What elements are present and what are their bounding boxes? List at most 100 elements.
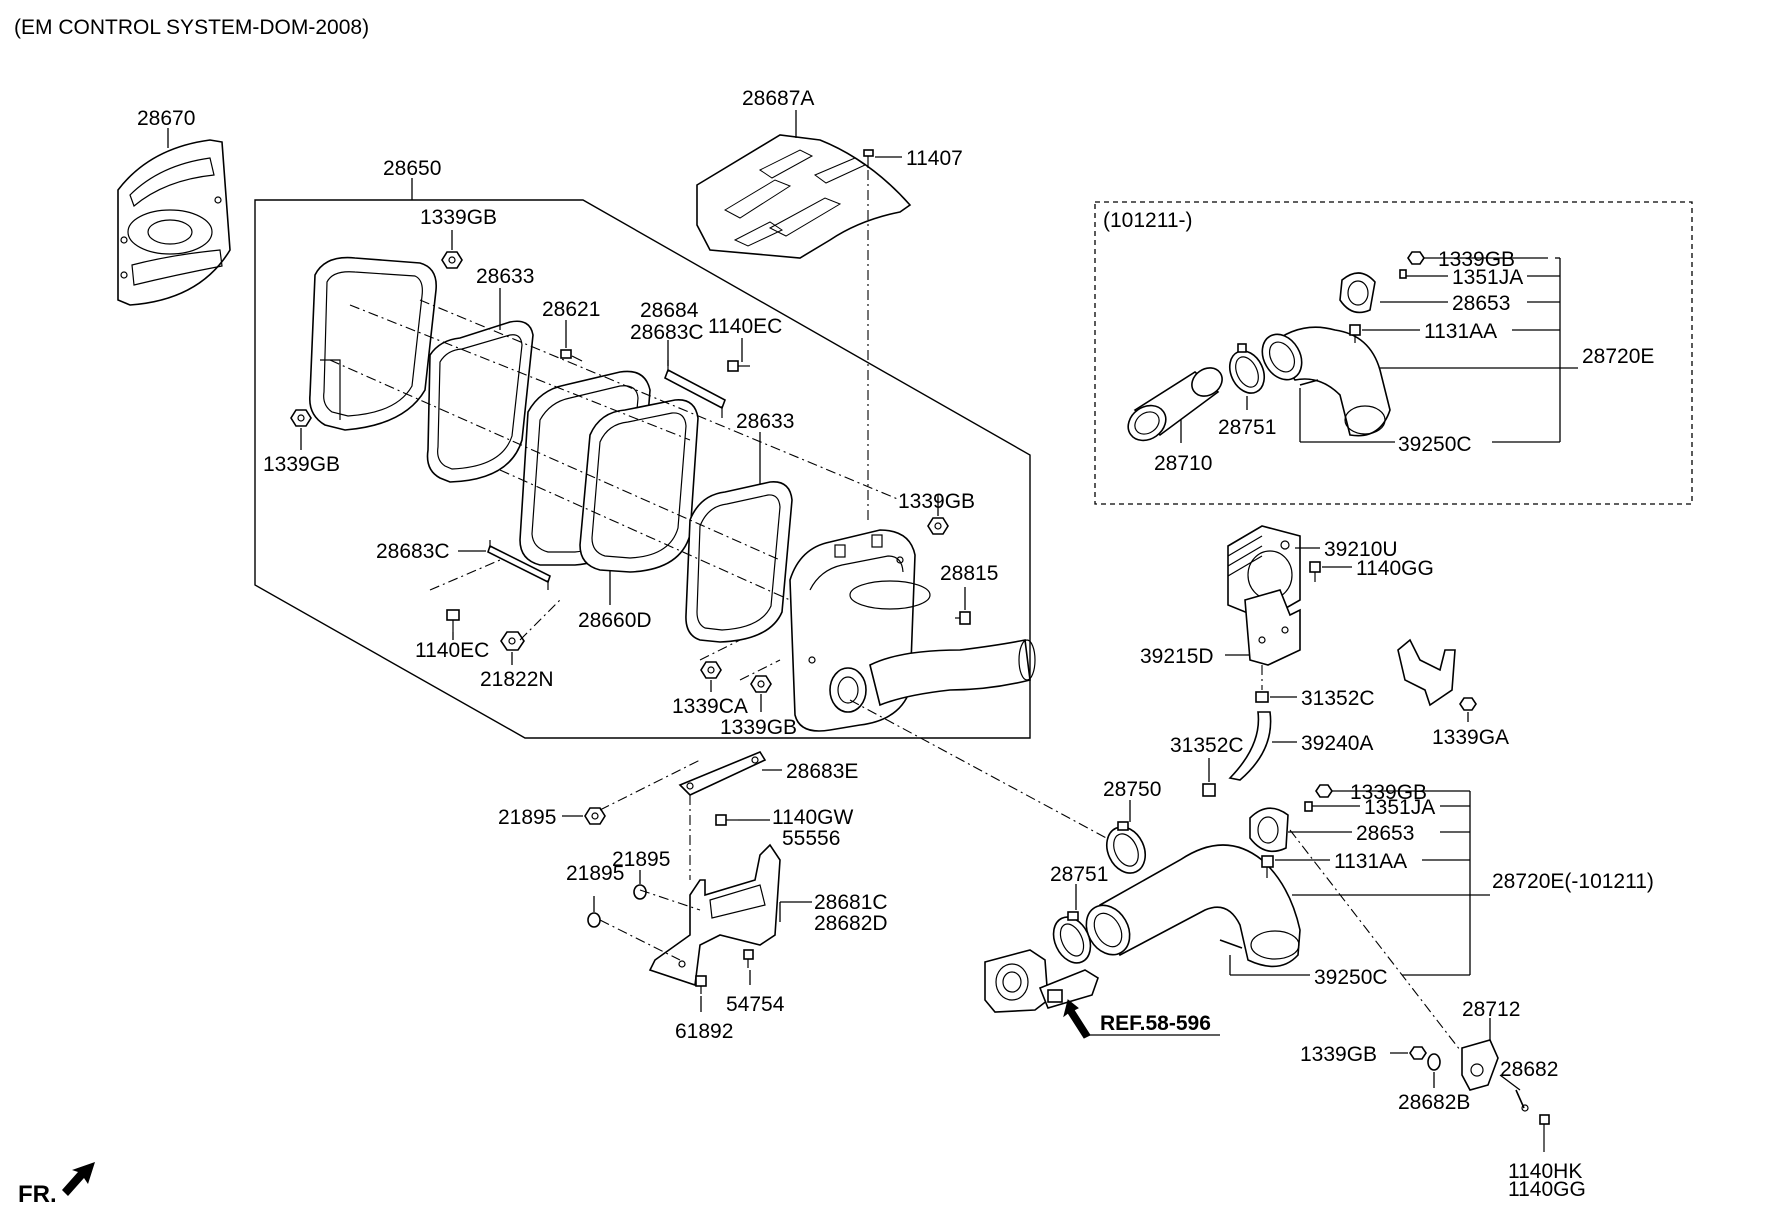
inset-nut-1339GB (1407, 251, 1425, 265)
inset-pipe-28720E (1261, 326, 1391, 437)
part-label-1131AA: 1131AA (1334, 850, 1407, 873)
bracket-28712 (1461, 1039, 1499, 1091)
nut-1339GB-bracket (1409, 1046, 1427, 1060)
part-label-21895-c: 21895 (566, 862, 624, 885)
part-label-1140HK: 1140HK (1508, 1160, 1582, 1183)
part-label-54754: 54754 (726, 993, 785, 1016)
nut-1339GB-bottom (750, 675, 772, 693)
converter-rear-flange (579, 399, 699, 573)
part-label-1140GG-a: 1140GG (1356, 557, 1434, 580)
diagram-title: (EM CONTROL SYSTEM-DOM-2008) (14, 16, 369, 39)
bolt-28815 (955, 611, 971, 625)
bolt-61892 (695, 975, 707, 994)
part-label-21822N: 21822N (480, 668, 554, 691)
hose-39240A (1228, 711, 1272, 781)
part-label-1339GB-bracket: 1339GB (1300, 1043, 1377, 1066)
nut-1339CA (700, 661, 722, 679)
bolt-1140GW (715, 814, 738, 826)
clip-31352C-b (1202, 783, 1216, 797)
part-label-28712: 28712 (1462, 998, 1520, 1021)
bracket-28683E (678, 751, 767, 796)
part-label-1351JA: 1351JA (1364, 796, 1435, 819)
part-label-61892: 61892 (675, 1020, 733, 1043)
clip-31352C-a (1255, 691, 1269, 703)
inset-box-101211 (1094, 201, 1693, 505)
nut-1339GB-top (441, 251, 463, 269)
part-label-39215D: 39215D (1140, 645, 1214, 668)
bolt-11407 (863, 149, 874, 168)
part-label-28681C: 28681C (814, 891, 888, 914)
reference-arrow-icon (1063, 999, 1091, 1039)
clamp-28750 (1105, 821, 1147, 874)
part-label-28682B: 28682B (1398, 1091, 1470, 1114)
inset-pin-39250C (1299, 379, 1319, 386)
part-label-1339GA: 1339GA (1432, 726, 1509, 749)
nut-1339GB-pipe (1315, 784, 1333, 798)
part-label-28684: 28684 (640, 299, 699, 322)
front-direction-arrow-icon (62, 1162, 95, 1196)
bracket-39215D (1244, 589, 1301, 666)
part-label-28682: 28682 (1500, 1058, 1558, 1081)
part-label-28751: 28751 (1050, 863, 1108, 886)
heat-shield-28670 (117, 139, 231, 306)
part-label-28815: 28815 (940, 562, 998, 585)
bolt-1140EC-top (727, 360, 750, 372)
inset-part-label-1351JA: 1351JA (1452, 266, 1523, 289)
part-label-1339GB-right: 1339GB (898, 490, 975, 513)
bracket-28681C (648, 843, 781, 987)
nut-1339GA (1459, 697, 1477, 711)
clamp-28751 (1052, 911, 1092, 964)
inset-part-label-28653: 28653 (1452, 292, 1510, 315)
part-label-28633-rear: 28633 (736, 410, 794, 433)
bolt-1140EC-lower (446, 609, 460, 632)
part-label-1339GB-left: 1339GB (263, 453, 340, 476)
inset-pipe-28710 (1127, 367, 1223, 442)
inset-bracket-28653 (1339, 272, 1376, 314)
washer-21895-c (587, 912, 601, 928)
inset-label: (101211-) (1103, 209, 1193, 232)
part-label-1339GB-top: 1339GB (420, 206, 497, 229)
bolt-1351JA (1304, 801, 1313, 812)
inset-bolt-1351JA (1399, 269, 1407, 279)
gasket-28633-front (426, 320, 534, 483)
inset-part-label-28720E: 28720E (1582, 345, 1654, 368)
inset-part-label-39250C: 39250C (1398, 433, 1472, 456)
inset-part-label-28751: 28751 (1218, 416, 1276, 439)
nut-1339GB-left (290, 409, 312, 427)
bracket-1339GA (1397, 638, 1456, 707)
part-label-1339GB-pipe: 1339GB (1350, 781, 1427, 804)
muffler-assembly-frame (254, 199, 1031, 739)
part-label-21895-b: 21895 (612, 848, 670, 871)
part-label-39250C: 39250C (1314, 966, 1388, 989)
upper-heat-shield-28687A (696, 134, 912, 259)
pin-28682 (1515, 1089, 1529, 1112)
part-label-39210U: 39210U (1324, 538, 1398, 561)
bolt-1140HK (1539, 1114, 1550, 1152)
part-label-31352C-a: 31352C (1301, 687, 1375, 710)
nut-21822N (500, 631, 525, 651)
bracket-28653 (1249, 807, 1289, 853)
bolt-28621 (560, 349, 583, 362)
bolt-1140GG-a (1309, 561, 1321, 582)
part-label-28750: 28750 (1103, 778, 1161, 801)
muffler-body (789, 529, 1036, 732)
front-flange (308, 256, 437, 431)
inset-bolt-1131AA (1349, 324, 1361, 343)
part-label-28687A: 28687A (742, 87, 814, 110)
part-label-1140EC-top: 1140EC (708, 315, 782, 338)
part-label-1140EC-lower: 1140EC (415, 639, 489, 662)
part-label-28653: 28653 (1356, 822, 1414, 845)
inset-clamp-28751 (1228, 343, 1266, 394)
inset-part-label-28710: 28710 (1154, 452, 1212, 475)
part-label-1339CA: 1339CA (672, 695, 748, 718)
part-label-1140GW: 1140GW (772, 806, 853, 829)
washer-28682B (1427, 1053, 1441, 1071)
part-label-28660D: 28660D (578, 609, 652, 632)
hanger-28683C-lower (487, 540, 551, 590)
part-label-28670: 28670 (137, 107, 195, 130)
part-label-11407: 11407 (906, 147, 963, 170)
part-label-28633-front: 28633 (476, 265, 534, 288)
washer-21895-b (633, 884, 647, 900)
